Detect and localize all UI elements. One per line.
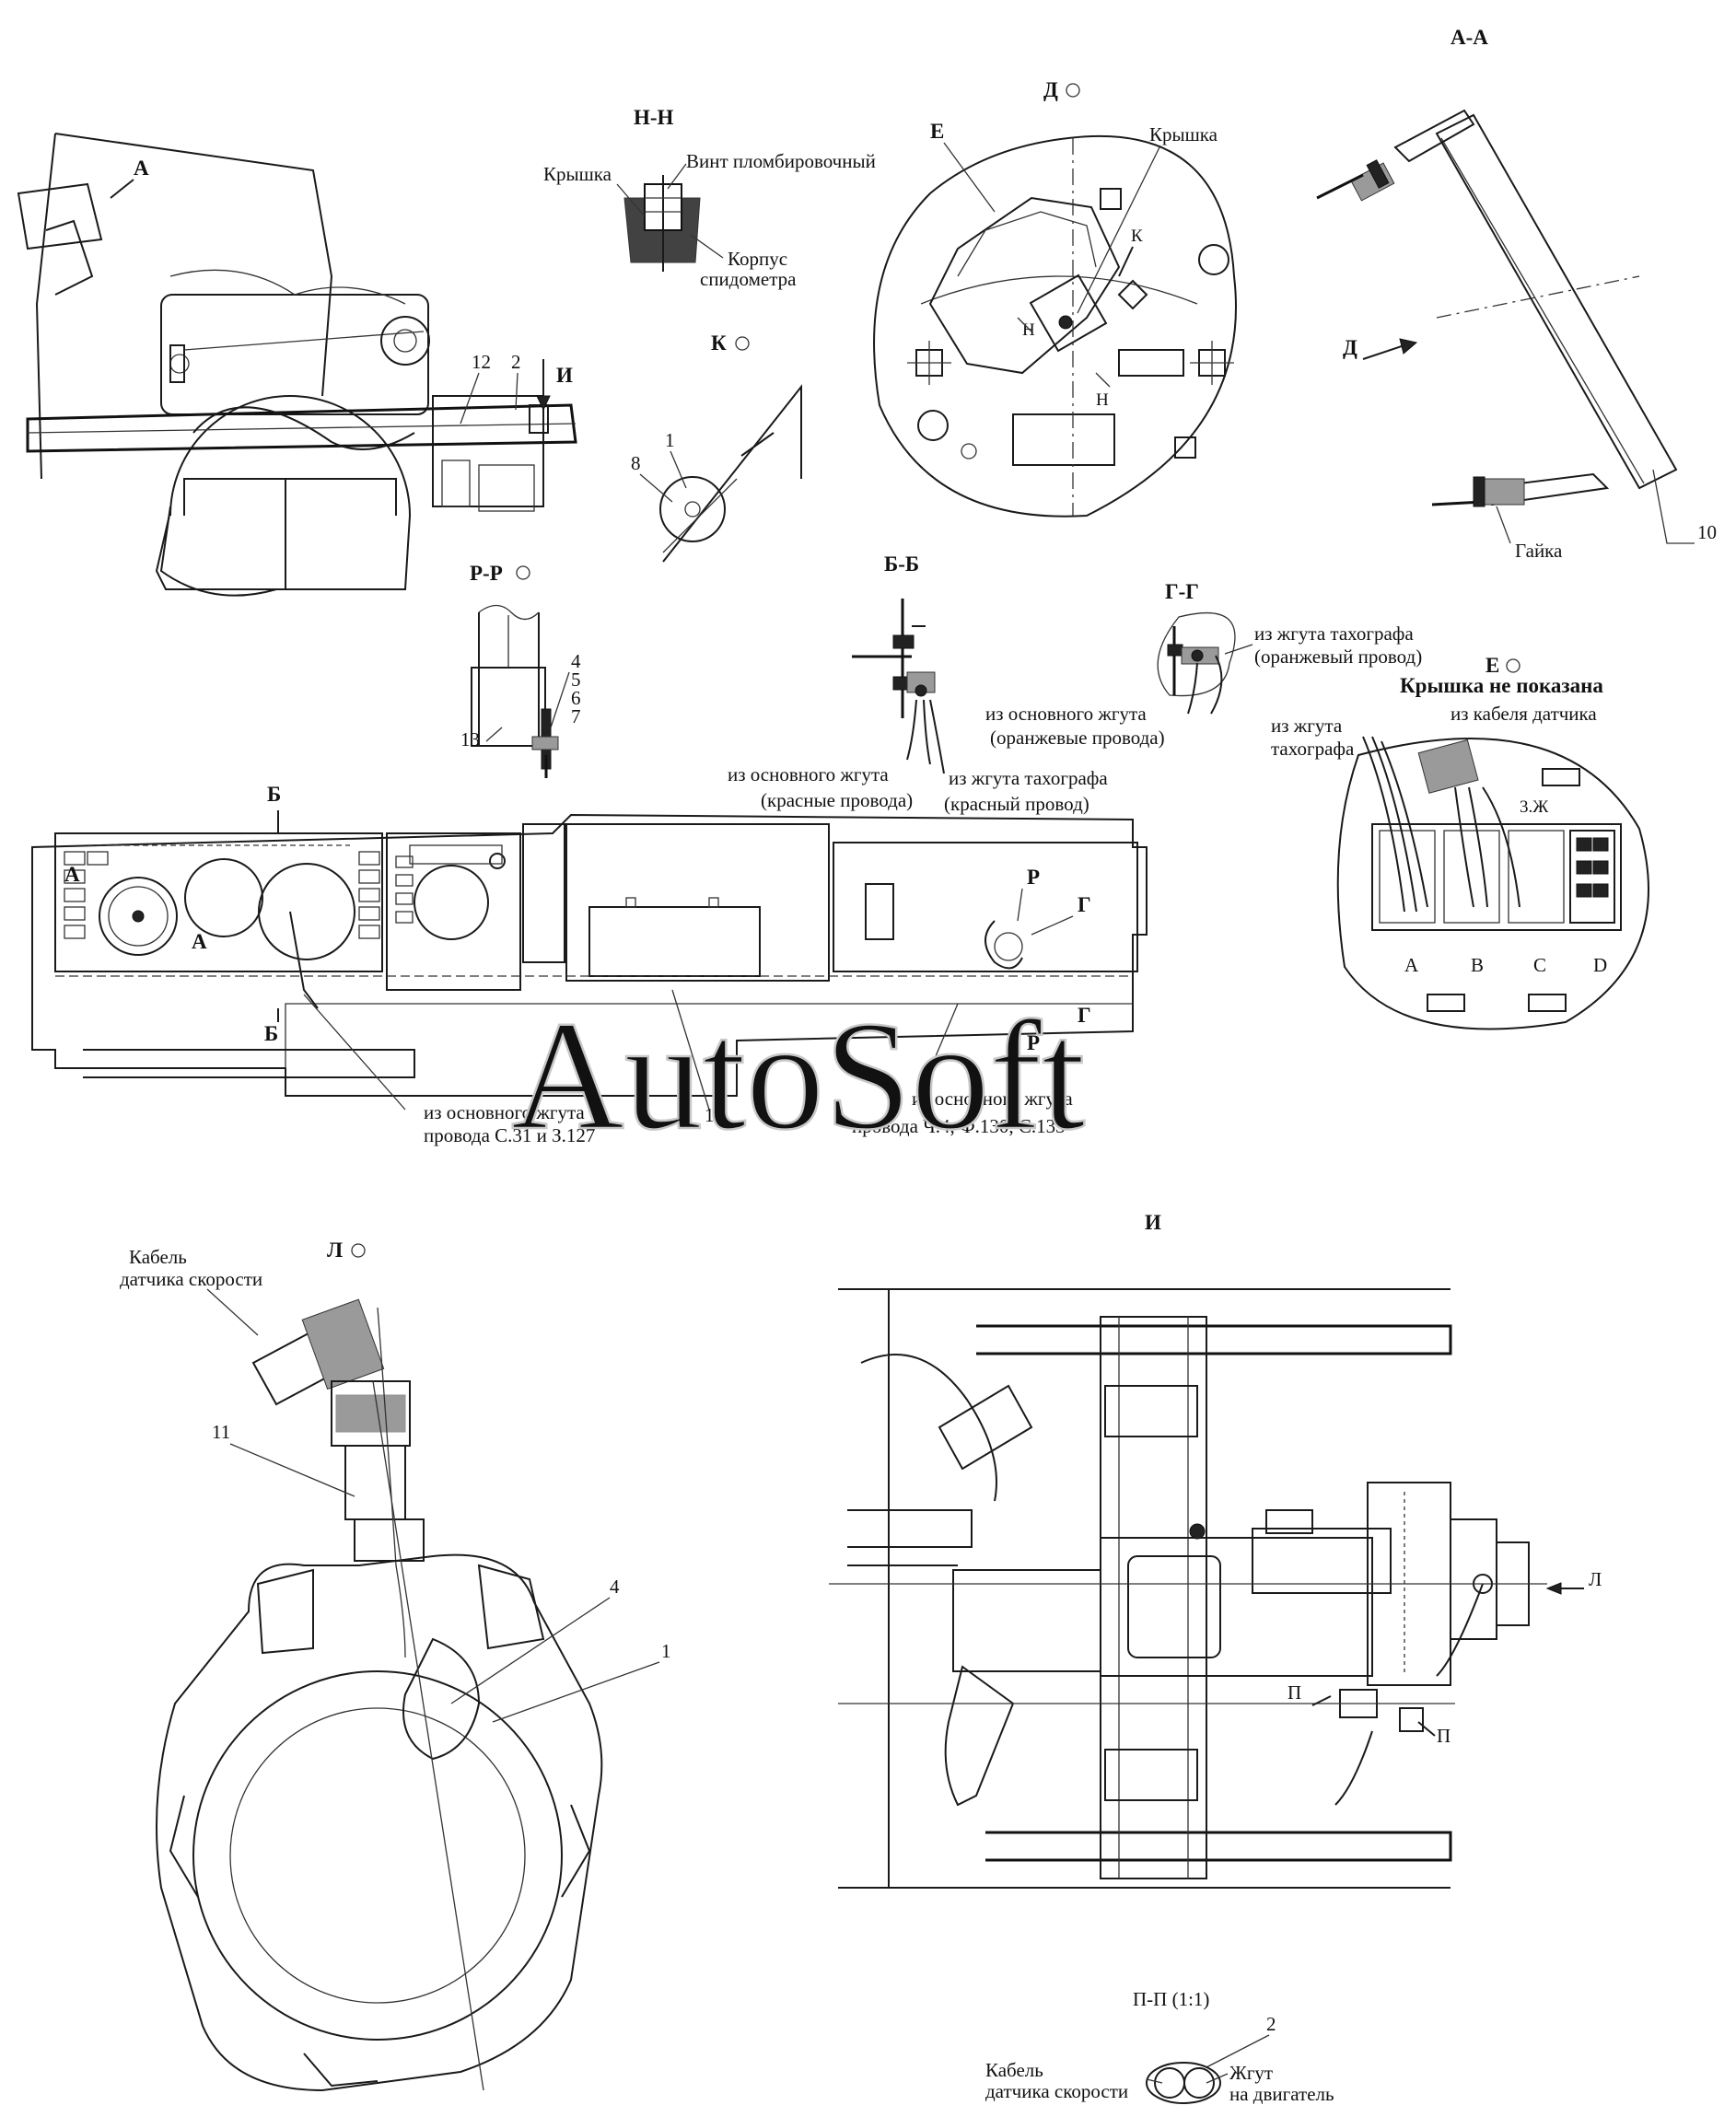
main-side-view: А 12 2 И [17, 133, 577, 597]
panel-label-a2: А [192, 930, 207, 953]
e-col-c: C [1533, 954, 1546, 976]
d-label-n1: Н [1022, 320, 1035, 340]
view-rr: Р-Р 4 5 6 7 13 [460, 562, 581, 778]
bb-red-1: из основного жгута [728, 763, 889, 785]
pp-pos-2: 2 [1266, 2013, 1276, 2035]
k-pos-8: 8 [631, 452, 641, 474]
l-cable-2: датчика скорости [120, 1268, 262, 1290]
d-cover-label: Крышка [1149, 123, 1218, 145]
watermark: AutoSoft [511, 989, 1085, 1162]
bb-tr-2: (красный провод) [944, 793, 1089, 815]
i-label-l: Л [1589, 1568, 1602, 1590]
pp-harn-1: Жгут [1229, 2062, 1273, 2084]
panel-label-r2: Р [1027, 1031, 1040, 1054]
e-tach-1: из жгута [1271, 715, 1343, 737]
panel-label-a1: А [64, 863, 80, 886]
rr-pos-5: 5 [571, 669, 581, 691]
panel-buttons [64, 851, 414, 939]
panel-label-g1: Г [1078, 893, 1091, 916]
panel-label-g2: Г [1078, 1004, 1091, 1027]
bb-title: Б-Б [884, 553, 919, 576]
nn-body-label-1: Корпус [728, 248, 787, 270]
d-label-e: Е [930, 120, 944, 143]
e-tach-2: тахографа [1271, 738, 1355, 760]
instrument-panel: Б Б А А Р Р Г Г из основного жгута прово… [31, 783, 1148, 1146]
pp-harn-2: на двигатель [1229, 2083, 1334, 2105]
panel-label-r1: Р [1027, 866, 1040, 889]
bb-red-2: (красные провода) [761, 789, 913, 811]
gg-title: Г-Г [1165, 580, 1199, 603]
d-label-k: К [1131, 227, 1143, 246]
rr-pos-6: 6 [571, 687, 581, 709]
nn-body-label-2: спидометра [700, 268, 797, 290]
panel-w2-a: из основного жгута [912, 1088, 1073, 1110]
gg-m-1: из основного жгута [985, 703, 1147, 725]
rr-title: Р-Р [470, 562, 503, 585]
panel-labels: Б Б А А Р Р Г Г [64, 783, 1091, 1054]
rr-pos-4: 4 [571, 650, 581, 672]
nn-title: Н-Н [634, 106, 674, 129]
k-pos-1: 1 [665, 429, 675, 451]
aa-nut-label: Гайка [1515, 540, 1563, 562]
rr-pos-7: 7 [571, 705, 581, 727]
l-cable-1: Кабель [129, 1246, 187, 1268]
e-col-b: B [1471, 954, 1484, 976]
i-title: И [1145, 1211, 1161, 1234]
main-pos-2: 2 [511, 351, 521, 373]
main-pos-12: 12 [472, 351, 491, 373]
panel-gauges [99, 844, 506, 960]
panel-label-b1: Б [267, 783, 281, 806]
view-bb: Б-Б из основного жгута (красные провода)… [728, 553, 1108, 815]
bb-tr-1: из жгута тахографа [949, 767, 1108, 789]
panel-w1-a: из основного жгута [424, 1101, 585, 1123]
pp-title: П-П (1:1) [1133, 1988, 1209, 2010]
l-pos-4: 4 [610, 1576, 620, 1598]
nn-cover-label: Крышка [543, 163, 612, 185]
section-pp: П-П (1:1) 2 Кабель датчика скорости Жгут… [985, 1988, 1334, 2105]
l-pos-11: 11 [212, 1421, 230, 1443]
i-label-p2: П [1437, 1725, 1451, 1747]
l-title: Л [327, 1239, 343, 1262]
view-e: Е Крышка не показана из кабеля датчика и… [1271, 654, 1649, 1030]
d-label-n2: Н [1096, 390, 1109, 410]
d-title: Д [1043, 78, 1058, 101]
view-d: Д Е Крышка К Н Н [873, 78, 1237, 518]
nn-screw-label: Винт пломбировочный [686, 150, 876, 172]
pp-cable-1: Кабель [985, 2059, 1043, 2081]
view-nn: Н-Н Крышка Винт пломбировочный Корпус сп… [543, 106, 876, 290]
main-label-i: И [556, 364, 573, 387]
view-l: Л Кабель датчика скорости 11 4 1 [120, 1239, 671, 2092]
view-i: И Л П П [829, 1211, 1602, 1889]
main-label-a: А [134, 157, 149, 180]
e-sensor-label: из кабеля датчика [1451, 703, 1597, 725]
k-title: К [711, 332, 727, 355]
panel-label-b2: Б [264, 1022, 278, 1045]
gg-t-1: из жгута тахографа [1254, 622, 1414, 645]
rr-pos-13: 13 [460, 728, 480, 750]
e-note: Крышка не показана [1400, 674, 1603, 697]
pp-cable-2: датчика скорости [985, 2080, 1128, 2102]
d-mounts [907, 188, 1234, 459]
view-aa: А-А Д Гайка 10 [1316, 26, 1717, 562]
l-pos-1: 1 [661, 1640, 671, 1662]
gg-m-2: (оранжевые провода) [990, 727, 1165, 749]
panel-pos-15: 15 [705, 1104, 724, 1126]
view-k: К 1 8 [631, 332, 802, 563]
panel-w1-b: провода С.31 и З.127 [424, 1124, 595, 1146]
view-gg: Г-Г из жгута тахографа (оранжевый провод… [985, 580, 1422, 749]
e-title: Е [1486, 654, 1499, 677]
aa-label-d: Д [1343, 336, 1357, 359]
e-wire-label: 3.Ж [1520, 797, 1549, 817]
e-col-d: D [1593, 954, 1607, 976]
i-label-p1: П [1287, 1681, 1301, 1704]
aa-title: А-А [1451, 26, 1488, 49]
e-col-a: A [1404, 954, 1419, 976]
aa-pos-10: 10 [1697, 521, 1717, 543]
panel-w2-b: провода Ч.4, Ф.130, С.133 [852, 1115, 1066, 1137]
gg-t-2: (оранжевый провод) [1254, 646, 1422, 668]
